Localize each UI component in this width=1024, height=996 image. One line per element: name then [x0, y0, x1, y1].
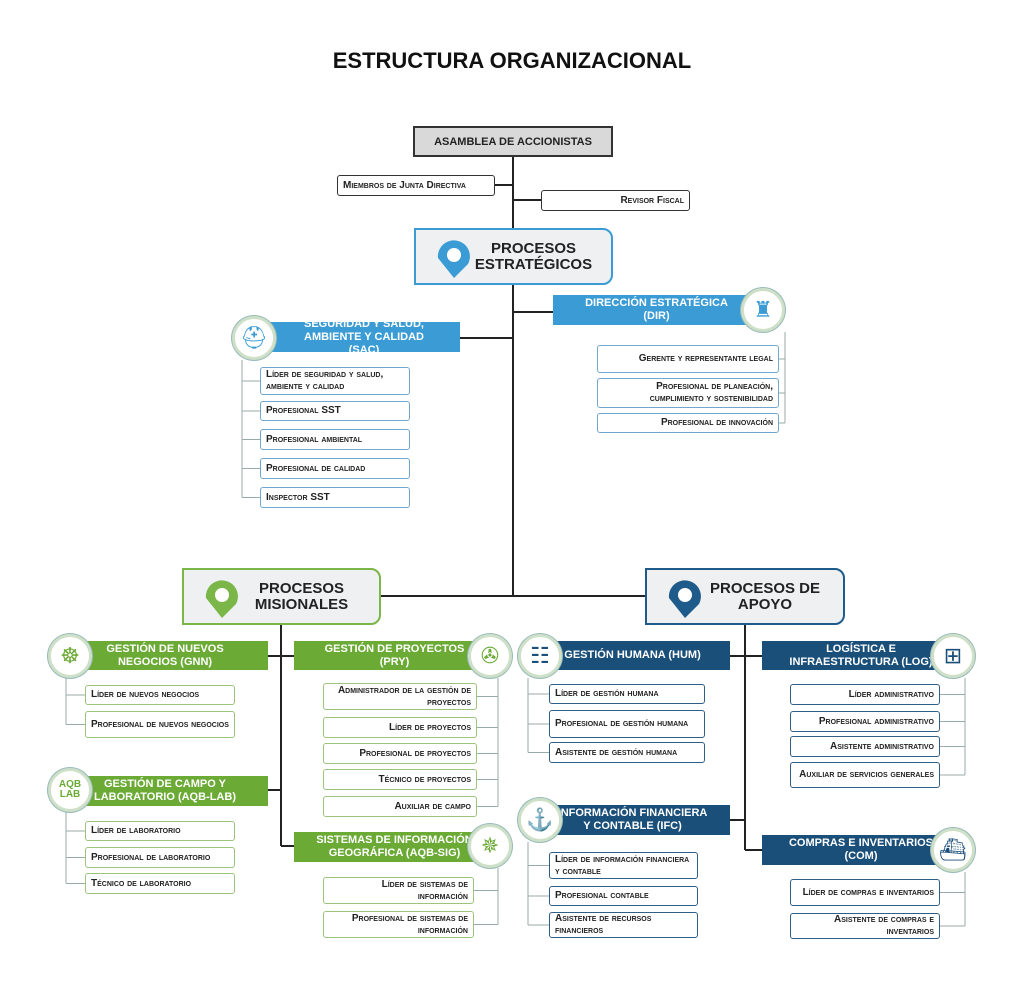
people-icon: ☷: [518, 634, 562, 678]
group-label: PROCESOS ESTRATÉGICOS: [474, 239, 593, 273]
group-misionales[interactable]: PROCESOS MISIONALES: [182, 568, 381, 625]
role-box-hum[interactable]: Asistente de gestión humana: [549, 742, 705, 763]
unit-header-lab[interactable]: GESTIÓN DE CAMPO Y LABORATORIO (AQB-LAB): [62, 776, 268, 806]
unit-header-hum[interactable]: GESTIÓN HUMANA (HUM): [535, 641, 730, 670]
unit-header-pry[interactable]: GESTIÓN DE PROYECTOS (PRY): [294, 641, 495, 670]
role-box-gnn[interactable]: Profesional de nuevos negocios: [85, 711, 235, 738]
role-box-sac[interactable]: Inspector SST: [260, 487, 410, 508]
role-box-sig[interactable]: Líder de sistemas de información: [323, 877, 474, 904]
role-box-hum[interactable]: Profesional de gestión humana: [549, 710, 705, 738]
group-label: PROCESOS MISIONALES: [254, 579, 349, 613]
role-box-lab[interactable]: Técnico de laboratorio: [85, 873, 235, 894]
role-box-lab[interactable]: Profesional de laboratorio: [85, 847, 235, 868]
propeller-icon: ✇: [468, 634, 512, 678]
role-box-log[interactable]: Asistente administrativo: [790, 736, 940, 757]
unit-header-sig[interactable]: SISTEMAS DE INFORMACIÓN GEOGRÁFICA (AQB-…: [294, 832, 495, 862]
role-box-pry[interactable]: Administrador de la gestión de proyectos: [323, 683, 477, 710]
role-box-sac[interactable]: Profesional SST: [260, 401, 410, 421]
revisor-fiscal-box[interactable]: Revisor Fiscal: [541, 190, 690, 211]
compass-globe-icon: ✵: [468, 824, 512, 868]
role-box-com[interactable]: Asistente de compras e inventarios: [790, 913, 940, 939]
group-label: PROCESOS DE APOYO: [709, 579, 821, 613]
junta-directiva-box[interactable]: Miembros de Junta Directiva: [337, 175, 495, 196]
role-box-pry[interactable]: Líder de proyectos: [323, 717, 477, 738]
lighthouse-icon: ♜: [741, 288, 785, 332]
unit-header-sac[interactable]: SEGURIDAD Y SALUD, AMBIENTE Y CALIDAD (S…: [268, 318, 460, 356]
role-box-hum[interactable]: Líder de gestión humana: [549, 684, 705, 704]
ship-wheel-icon: ☸: [48, 634, 92, 678]
role-box-com[interactable]: Líder de compras e inventarios: [790, 879, 940, 906]
role-box-log[interactable]: Líder administrativo: [790, 684, 940, 705]
unit-header-gnn[interactable]: GESTIÓN DE NUEVOS NEGOCIOS (GNN): [62, 641, 268, 670]
logistics-icon: ⊞: [931, 634, 975, 678]
role-box-sac[interactable]: Líder de seguridad y salud, ambiente y c…: [260, 367, 410, 395]
role-box-pry[interactable]: Técnico de proyectos: [323, 769, 477, 790]
role-box-sac[interactable]: Profesional de calidad: [260, 458, 410, 479]
unit-header-com[interactable]: COMPRAS E INVENTARIOS (COM): [762, 835, 960, 865]
anchor-icon: ⚓: [518, 798, 562, 842]
role-box-dir[interactable]: Gerente y representante legal: [597, 345, 779, 373]
role-box-log[interactable]: Profesional administrativo: [790, 711, 940, 732]
unit-header-log[interactable]: LOGÍSTICA E INFRAESTRUCTURA (LOG): [762, 641, 960, 670]
asamblea-box[interactable]: ASAMBLEA DE ACCIONISTAS: [413, 126, 613, 157]
role-box-lab[interactable]: Líder de laboratorio: [85, 821, 235, 841]
aqb-lab-logo-icon: AQB LAB: [48, 768, 92, 812]
estrategicos-logo-icon: [437, 240, 470, 278]
role-box-sac[interactable]: Profesional ambiental: [260, 429, 410, 450]
role-box-dir[interactable]: Profesional de innovación: [597, 413, 779, 433]
unit-header-dir[interactable]: DIRECCIÓN ESTRATÉGICA (DIR): [553, 295, 760, 325]
role-box-log[interactable]: Auxiliar de servicios generales: [790, 762, 940, 788]
group-apoyo[interactable]: PROCESOS DE APOYO: [645, 568, 845, 625]
role-box-gnn[interactable]: Líder de nuevos negocios: [85, 685, 235, 705]
safety-worker-icon: ⛑: [232, 316, 276, 360]
group-estrategicos[interactable]: PROCESOS ESTRATÉGICOS: [414, 228, 613, 285]
role-box-ifc[interactable]: Asistente de recursos financieros: [549, 912, 698, 938]
role-box-ifc[interactable]: Profesional contable: [549, 886, 698, 906]
role-box-sig[interactable]: Profesional de sistemas de información: [323, 911, 474, 938]
role-box-pry[interactable]: Profesional de proyectos: [323, 743, 477, 764]
role-box-ifc[interactable]: Líder de información financiera y contab…: [549, 852, 698, 879]
role-box-dir[interactable]: Profesional de planeación, cumplimiento …: [597, 378, 779, 408]
page-title: ESTRUCTURA ORGANIZACIONAL: [332, 48, 692, 73]
apoyo-logo-icon: [668, 580, 701, 618]
role-box-pry[interactable]: Auxiliar de campo: [323, 796, 477, 817]
unit-header-ifc[interactable]: INFORMACIÓN FINANCIERA Y CONTABLE (IFC): [535, 805, 730, 835]
port-crane-icon: ⛴: [931, 828, 975, 872]
misionales-logo-icon: [205, 580, 238, 618]
